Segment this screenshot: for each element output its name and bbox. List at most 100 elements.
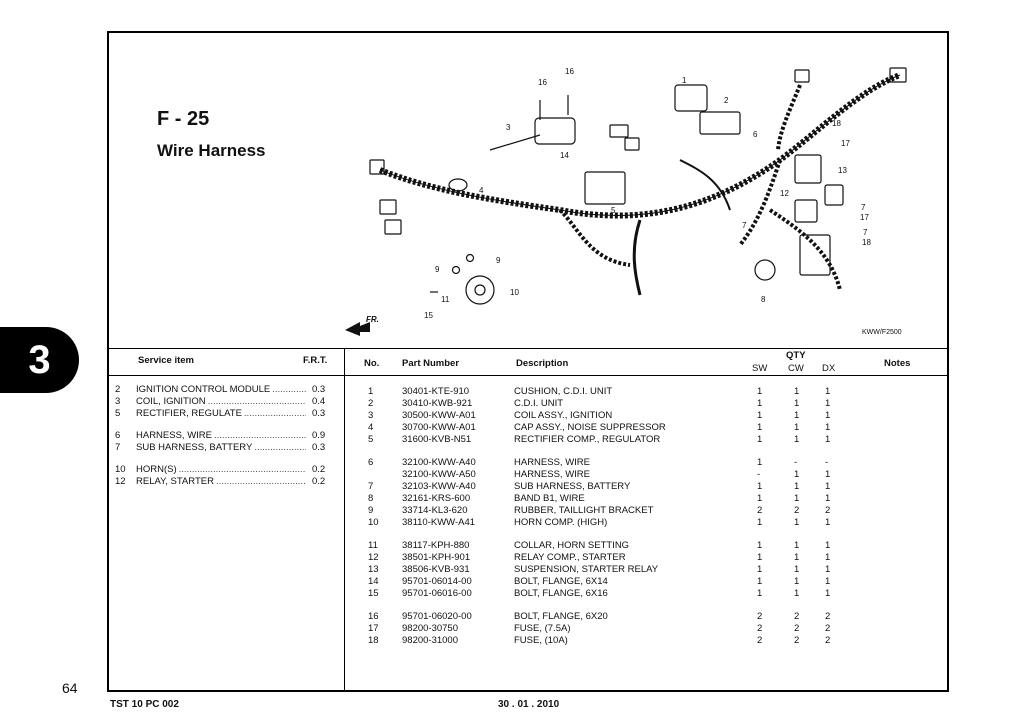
part-row-qty-cw: 2 <box>794 635 800 646</box>
part-row-description: BOLT, FLANGE, 6X14 <box>514 576 608 587</box>
part-row-qty-cw: 1 <box>794 434 800 445</box>
part-row-qty-cw: 2 <box>794 611 800 622</box>
part-row-qty-sw: 1 <box>757 410 763 421</box>
part-row-part-number: 95701-06020-00 <box>402 611 472 622</box>
part-row-qty-dx: 1 <box>825 434 831 445</box>
service-item-number: 5 <box>115 408 121 419</box>
svg-text:13: 13 <box>838 166 847 175</box>
part-row-qty-cw: 1 <box>794 422 800 433</box>
part-row-qty-cw: 1 <box>794 410 800 421</box>
svg-text:15: 15 <box>424 311 433 320</box>
part-row-description: HORN COMP. (HIGH) <box>514 517 608 528</box>
part-row-part-number: 32100-KWW-A50 <box>402 469 476 480</box>
part-row-qty-cw: - <box>794 457 798 468</box>
part-row-description: BAND B1, WIRE <box>514 493 585 504</box>
part-row-qty-dx: 1 <box>825 517 831 528</box>
svg-text:FR.: FR. <box>366 315 379 324</box>
service-item-number: 6 <box>115 430 121 441</box>
part-row-qty-sw: 1 <box>757 481 763 492</box>
col-dx-header: DX <box>822 363 836 374</box>
part-row-qty-dx: - <box>825 457 829 468</box>
col-no-header: No. <box>364 358 380 369</box>
service-item-name: HARNESS, WIRE <box>136 430 213 441</box>
service-item-name: SUB HARNESS, BATTERY <box>136 442 253 453</box>
svg-text:6: 6 <box>753 130 758 139</box>
service-item-frt: 0.3 <box>312 408 326 419</box>
part-row-number: 16 <box>368 611 379 622</box>
part-row-qty-dx: 1 <box>825 588 831 599</box>
part-row-number: 8 <box>368 493 374 504</box>
svg-text:14: 14 <box>560 151 569 160</box>
part-row-part-number: 33714-KL3-620 <box>402 505 468 516</box>
part-row-qty-cw: 1 <box>794 588 800 599</box>
part-row-qty-sw: 2 <box>757 611 763 622</box>
part-row-description: SUB HARNESS, BATTERY <box>514 481 631 492</box>
part-row-number: 15 <box>368 588 379 599</box>
part-row-qty-sw: 1 <box>757 552 763 563</box>
service-item-name: RELAY, STARTER <box>136 476 214 487</box>
svg-text:17: 17 <box>841 139 850 148</box>
document-code: TST 10 PC 002 <box>110 699 179 710</box>
part-row-qty-sw: - <box>757 469 761 480</box>
svg-text:7: 7 <box>861 203 866 212</box>
part-row-qty-cw: 2 <box>794 505 800 516</box>
part-row-qty-sw: 2 <box>757 623 763 634</box>
service-item-frt: 0.2 <box>312 464 326 475</box>
part-row-qty-dx: 1 <box>825 422 831 433</box>
leader-dots: ........................................… <box>178 464 306 475</box>
svg-text:1: 1 <box>682 76 687 85</box>
part-row-part-number: 95701-06016-00 <box>402 588 472 599</box>
leader-dots: ........................................… <box>215 476 306 487</box>
part-row-part-number: 32100-KWW-A40 <box>402 457 476 468</box>
figure-code: F - 25 <box>157 108 210 130</box>
callout-labels: 16 16 1 2 3 14 5 6 18 17 13 12 7 17 7 18… <box>424 67 871 320</box>
part-row-number: 10 <box>368 517 379 528</box>
table-divider <box>344 348 345 692</box>
service-item-name: COIL, IGNITION <box>136 396 206 407</box>
part-row-part-number: 32103-KWW-A40 <box>402 481 476 492</box>
frt-header: F.R.T. <box>303 355 328 366</box>
service-item-number: 7 <box>115 442 121 453</box>
part-row-qty-dx: 2 <box>825 635 831 646</box>
part-row-qty-cw: 2 <box>794 623 800 634</box>
part-row-number: 6 <box>368 457 374 468</box>
part-row-part-number: 32161-KRS-600 <box>402 493 471 504</box>
part-row-number: 4 <box>368 422 374 433</box>
part-row-qty-cw: 1 <box>794 493 800 504</box>
leader-dots: ........................................… <box>214 430 306 441</box>
svg-text:7: 7 <box>863 228 868 237</box>
svg-text:16: 16 <box>538 78 547 87</box>
part-row-qty-cw: 1 <box>794 564 800 575</box>
part-row-qty-cw: 1 <box>794 386 800 397</box>
part-row-number: 13 <box>368 564 379 575</box>
part-row-qty-sw: 1 <box>757 588 763 599</box>
part-row-part-number: 98200-30750 <box>402 623 458 634</box>
part-row-qty-sw: 1 <box>757 564 763 575</box>
service-item-name: RECTIFIER, REGULATE <box>136 408 242 419</box>
service-item-number: 2 <box>115 384 121 395</box>
part-row-qty-dx: 2 <box>825 505 831 516</box>
part-row-part-number: 38506-KVB-931 <box>402 564 470 575</box>
part-row-description: COIL ASSY., IGNITION <box>514 410 613 421</box>
part-row-qty-cw: 1 <box>794 540 800 551</box>
svg-text:18: 18 <box>832 119 841 128</box>
service-item-number: 10 <box>115 464 126 475</box>
part-row-qty-sw: 1 <box>757 517 763 528</box>
part-row-number: 12 <box>368 552 379 563</box>
part-row-description: RUBBER, TAILLIGHT BRACKET <box>514 505 654 516</box>
svg-text:3: 3 <box>506 123 511 132</box>
part-row-qty-sw: 2 <box>757 505 763 516</box>
part-row-qty-cw: 1 <box>794 469 800 480</box>
part-row-number: 5 <box>368 434 374 445</box>
part-row-qty-sw: 1 <box>757 434 763 445</box>
svg-text:18: 18 <box>862 238 871 247</box>
part-row-description: CUSHION, C.D.I. UNIT <box>514 386 613 397</box>
svg-text:5: 5 <box>611 206 616 215</box>
part-row-number: 11 <box>368 540 378 551</box>
col-description-header: Description <box>516 358 569 369</box>
part-row-part-number: 38117-KPH-880 <box>402 540 470 551</box>
part-row-number: 9 <box>368 505 374 516</box>
part-row-part-number: 98200-31000 <box>402 635 458 646</box>
service-item-header: Service item <box>138 355 194 366</box>
part-row-qty-dx: 1 <box>825 493 831 504</box>
